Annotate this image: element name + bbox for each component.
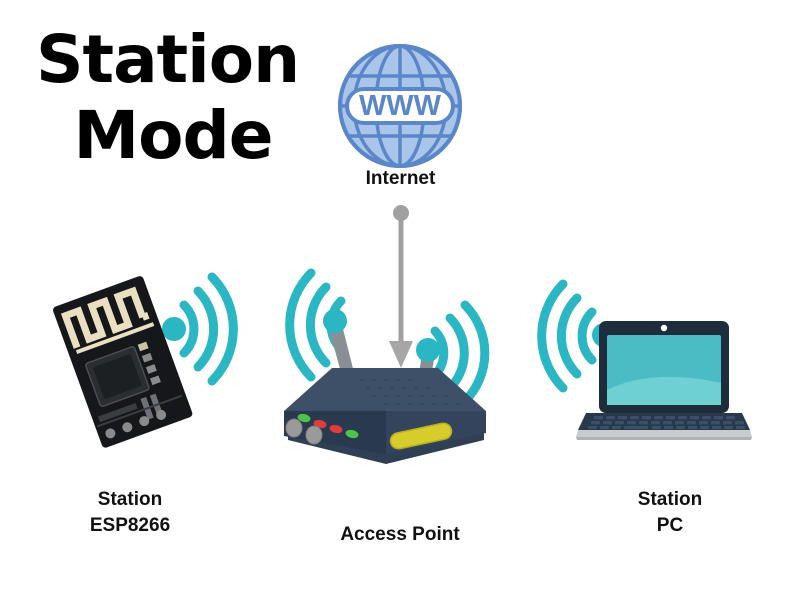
access-point-node[interactable] [262, 268, 512, 493]
router-buttons[interactable] [285, 418, 323, 445]
station-pc-node[interactable] [537, 279, 767, 445]
title-line-1: Station [36, 21, 300, 98]
laptop-icon [537, 279, 752, 440]
arrow-head [389, 341, 413, 368]
internet-to-ap-arrow [378, 198, 426, 378]
internet-label: Internet [365, 168, 436, 189]
webcam-icon [660, 324, 668, 332]
wifi-arcs-icon [179, 272, 238, 386]
station-pc-label: Station PC [637, 489, 703, 536]
router-body [284, 368, 486, 464]
laptop-keyboard[interactable] [576, 413, 752, 440]
router-status-leds [297, 413, 359, 439]
globe-www-text: WWW [359, 90, 442, 122]
title-line-2: Mode [73, 97, 273, 174]
esp8266-label: Station ESP8266 [89, 489, 171, 536]
page-title: Station Mode [26, 22, 306, 174]
wifi-arcs-icon [537, 279, 597, 393]
esp8266-module-icon [53, 272, 238, 448]
laptop-screen [599, 321, 729, 413]
wifi-router-icon [284, 268, 490, 464]
wifi-source-dot [162, 317, 186, 341]
esp-pcb [53, 276, 193, 448]
internet-node[interactable]: WWW [333, 36, 468, 186]
esp8266-node[interactable] [52, 255, 252, 448]
globe-www-icon: WWW [338, 44, 462, 168]
access-point-label: Access Point [340, 524, 460, 545]
router-front-bar [389, 422, 453, 450]
